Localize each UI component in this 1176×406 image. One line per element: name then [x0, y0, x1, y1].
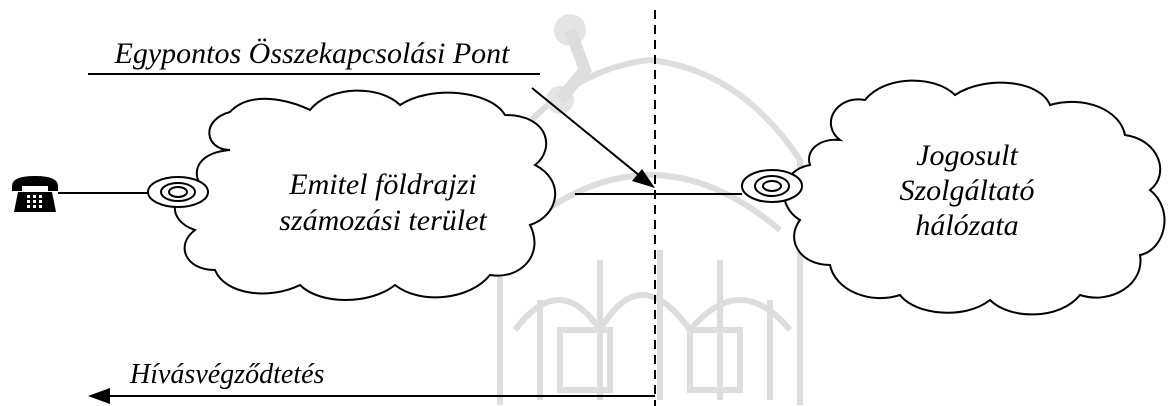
emitel-cloud [174, 89, 557, 301]
telephone-icon [12, 176, 58, 212]
emitel-cloud-line2: számozási terület [279, 204, 487, 237]
provider-cloud-line3: hálózata [915, 209, 1018, 242]
provider-cloud [783, 79, 1166, 316]
provider-cloud-line2: Szolgáltató [899, 174, 1034, 207]
right-switch-symbol [741, 169, 803, 203]
interconnect-point-label: Egypontos Összekapcsolási Pont [114, 37, 511, 70]
pointer-arrowhead [632, 169, 655, 188]
provider-cloud-line1: Jogosult [916, 139, 1018, 172]
emitel-cloud-line1: Emitel földrajzi [288, 168, 477, 201]
left-switch-symbol [147, 176, 209, 208]
call-termination-label: Hívásvégződtetés [129, 359, 324, 390]
call-termination-arrowhead [88, 388, 110, 404]
pointer-arrow-line [531, 87, 646, 181]
